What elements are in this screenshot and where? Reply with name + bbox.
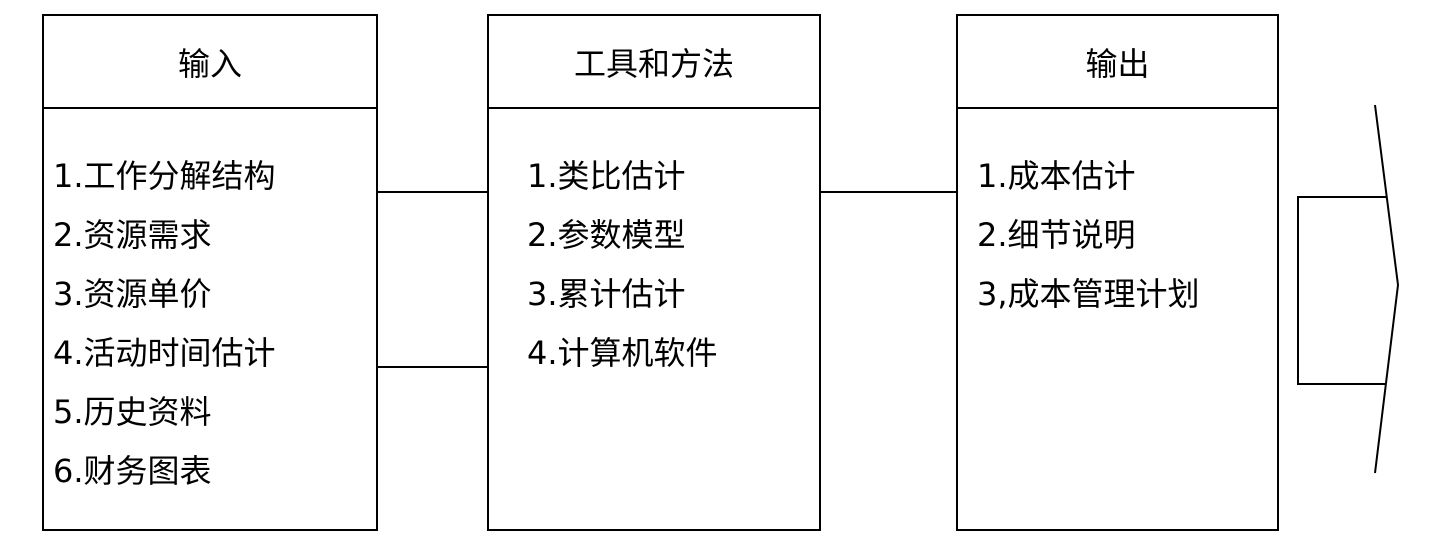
input-title: 输入	[44, 16, 376, 109]
output-item: 3,成本管理计划	[977, 275, 1200, 313]
input-item: 6.财务图表	[53, 452, 212, 490]
tools-title: 工具和方法	[489, 16, 819, 109]
input-item: 2.资源需求	[53, 216, 212, 254]
tools-item: 1.类比估计	[527, 157, 686, 195]
connector-input-tools-lower	[378, 366, 487, 368]
right-arrow-icon	[1297, 104, 1400, 474]
output-title: 输出	[958, 16, 1277, 109]
input-item: 5.历史资料	[53, 393, 212, 431]
input-box: 输入 1.工作分解结构 2.资源需求 3.资源单价 4.活动时间估计 5.历史资…	[42, 14, 378, 531]
output-item: 2.细节说明	[977, 216, 1136, 254]
connector-tools-output	[821, 191, 956, 193]
input-item: 4.活动时间估计	[53, 334, 276, 372]
tools-item: 4.计算机软件	[527, 334, 718, 372]
output-list: 1.成本估计 2.细节说明 3,成本管理计划	[958, 109, 1277, 324]
input-item: 1.工作分解结构	[53, 157, 276, 195]
tools-box: 工具和方法 1.类比估计 2.参数模型 3.累计估计 4.计算机软件	[487, 14, 821, 531]
output-item: 1.成本估计	[977, 157, 1136, 195]
input-item: 3.资源单价	[53, 275, 212, 313]
tools-item: 2.参数模型	[527, 216, 686, 254]
tools-item: 3.累计估计	[527, 275, 686, 313]
tools-list: 1.类比估计 2.参数模型 3.累计估计 4.计算机软件	[489, 109, 819, 383]
input-list: 1.工作分解结构 2.资源需求 3.资源单价 4.活动时间估计 5.历史资料 6…	[44, 109, 376, 501]
output-box: 输出 1.成本估计 2.细节说明 3,成本管理计划	[956, 14, 1279, 531]
connector-input-tools-upper	[378, 191, 487, 193]
